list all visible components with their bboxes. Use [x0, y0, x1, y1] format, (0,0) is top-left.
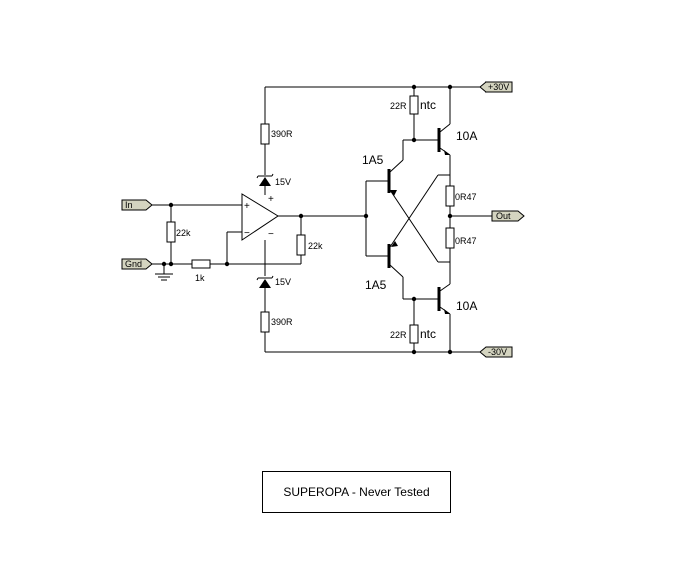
- title-box: SUPEROPA - Never Tested: [262, 471, 451, 513]
- resistor-22k-feedback: [296, 234, 306, 256]
- resistor-1k: [191, 259, 211, 269]
- port-out-label: Out: [496, 211, 511, 221]
- port-in: In: [121, 199, 153, 211]
- label-22r-top: 22R: [390, 101, 407, 111]
- resistor-22k-input: [166, 221, 176, 243]
- label-1k: 1k: [195, 273, 205, 283]
- zener-diode-bottom-icon: [256, 275, 274, 288]
- opamp-rail-plus: +: [268, 194, 274, 205]
- label-390r-bottom: 390R: [271, 317, 293, 327]
- label-output-top: 10A: [456, 129, 477, 143]
- port-out: Out: [491, 210, 525, 222]
- port-vneg-label: -30V: [488, 347, 507, 357]
- ground-icon: [155, 273, 173, 281]
- opamp-icon: + − + −: [241, 193, 279, 241]
- label-zener-bottom: 15V: [275, 277, 291, 287]
- port-gnd: Gnd: [121, 258, 153, 270]
- resistor-22r-top: [409, 95, 419, 115]
- resistor-22r-bottom: [409, 324, 419, 344]
- label-22r-bottom: 22R: [390, 330, 407, 340]
- opamp-rail-minus: −: [268, 229, 274, 240]
- port-gnd-label: Gnd: [125, 259, 142, 269]
- opamp-minus-sign: −: [244, 228, 250, 239]
- label-driver-bottom: 1A5: [365, 278, 387, 292]
- transistor-output-bottom-icon: [437, 287, 450, 314]
- label-ntc-bottom: ntc: [420, 327, 436, 341]
- zener-diode-top-icon: [256, 173, 274, 186]
- label-ntc-top: ntc: [420, 98, 436, 112]
- label-0r47-bottom: 0R47: [455, 236, 477, 246]
- label-output-bottom: 10A: [456, 299, 477, 313]
- resistor-390r-bottom: [260, 311, 270, 333]
- label-22k-feedback: 22k: [308, 241, 323, 251]
- label-zener-top: 15V: [275, 177, 291, 187]
- label-22k-input: 22k: [176, 228, 191, 238]
- wires: [152, 86, 492, 353]
- resistor-0r47-top: [445, 185, 455, 207]
- schematic-title: SUPEROPA - Never Tested: [283, 485, 430, 499]
- junctions: [161, 84, 453, 355]
- label-390r-top: 390R: [271, 129, 293, 139]
- resistor-390r-top: [260, 123, 270, 145]
- transistor-driver-bottom-icon: [387, 241, 398, 268]
- port-in-label: In: [125, 200, 133, 210]
- resistor-0r47-bottom: [445, 227, 455, 249]
- label-0r47-top: 0R47: [455, 192, 477, 202]
- label-driver-top: 1A5: [362, 153, 384, 167]
- opamp-plus-sign: +: [244, 201, 250, 212]
- transistor-output-top-icon: [437, 128, 450, 155]
- port-vpos-label: +30V: [488, 82, 509, 92]
- transistor-driver-top-icon: [387, 169, 397, 196]
- port-vneg: -30V: [479, 346, 513, 358]
- port-vpos: +30V: [479, 80, 513, 94]
